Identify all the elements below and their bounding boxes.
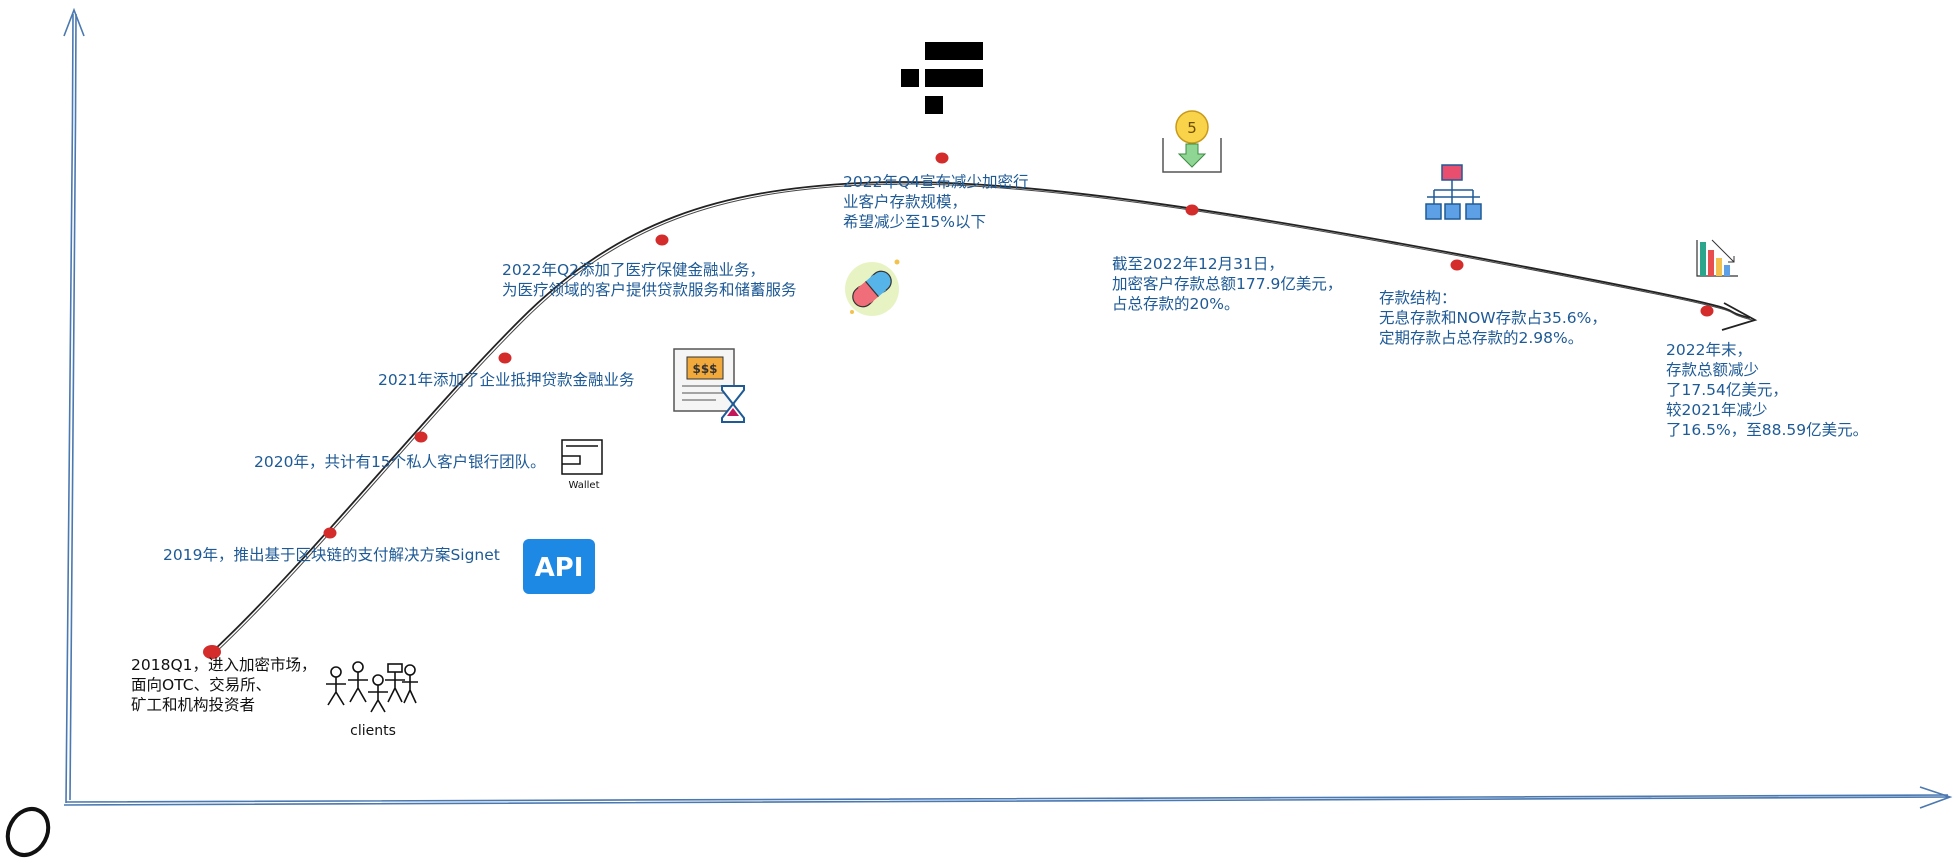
pill-capsule-icon <box>845 259 900 316</box>
x-axis-arrowhead <box>1919 786 1953 809</box>
ftx-logo-icon <box>901 42 983 114</box>
milestone-point <box>1185 204 1199 216</box>
milestone-point <box>498 352 512 364</box>
axes <box>63 7 1953 809</box>
api-badge-icon: API <box>523 539 595 594</box>
clients-caption: clients <box>350 723 396 739</box>
y-axis-arrowhead <box>63 7 85 37</box>
invoice-label: $$$ <box>692 362 717 376</box>
wallet-caption: Wallet <box>568 480 599 491</box>
invoice-hourglass-icon: $$$ <box>673 348 745 423</box>
milestone-label-2020: 2020年，共计有15个私人客户银行团队。 <box>254 453 546 471</box>
milestone-point <box>1450 259 1464 271</box>
bar-chart-decline-icon <box>1696 239 1738 277</box>
trend-curve-arrowhead <box>1721 302 1758 331</box>
milestone-points <box>203 152 1714 659</box>
milestone-point <box>655 234 669 246</box>
milestone-label-2022-end: 2022年末， 存款总额减少 了17.54亿美元， 较2021年减少 了16.5… <box>1666 341 1869 439</box>
y-axis <box>65 13 77 804</box>
coin-label: 5 <box>1187 119 1197 137</box>
api-badge-label: API <box>535 553 584 583</box>
origin-zero-mark <box>5 807 51 857</box>
milestone-point <box>203 645 221 659</box>
trend-curve <box>211 181 1758 655</box>
milestone-point <box>323 527 337 539</box>
milestone-label-deposit-structure: 存款结构： 无息存款和NOW存款占35.6%， 定期存款占总存款的2.98%。 <box>1379 289 1607 347</box>
origin-label: 0 <box>0 0 1 1</box>
wallet-icon <box>561 439 603 475</box>
milestone-label-2019: 2019年，推出基于区块链的支付解决方案Signet <box>163 546 500 564</box>
milestone-label-2018: 2018Q1，进入加密市场， 面向OTC、交易所、 矿工和机构投资者 <box>131 656 317 714</box>
milestone-label-2022q2: 2022年Q2添加了医疗保健金融业务， 为医疗领域的客户提供贷款服务和储蓄服务 <box>502 261 797 299</box>
milestone-label-2021: 2021年添加了企业抵押贷款金融业务 <box>378 371 635 389</box>
milestone-label-2022q4: 2022年Q4宣布减少加密行 业客户存款规模， 希望减少至15%以下 <box>843 173 1029 231</box>
milestone-point <box>1700 305 1714 317</box>
trend-curve-line-shadow <box>213 183 1753 655</box>
coin-deposit-icon: 5 <box>1162 110 1222 173</box>
milestone-point <box>935 152 949 164</box>
org-chart-icon <box>1425 164 1482 220</box>
trend-curve-line <box>211 181 1751 653</box>
milestone-label-2022-12-31: 截至2022年12月31日， 加密客户存款总额177.9亿美元， 占总存款的20… <box>1112 255 1343 313</box>
milestone-point <box>414 431 428 443</box>
clients-stick-figures-icon <box>326 661 418 713</box>
x-axis <box>63 794 1949 806</box>
